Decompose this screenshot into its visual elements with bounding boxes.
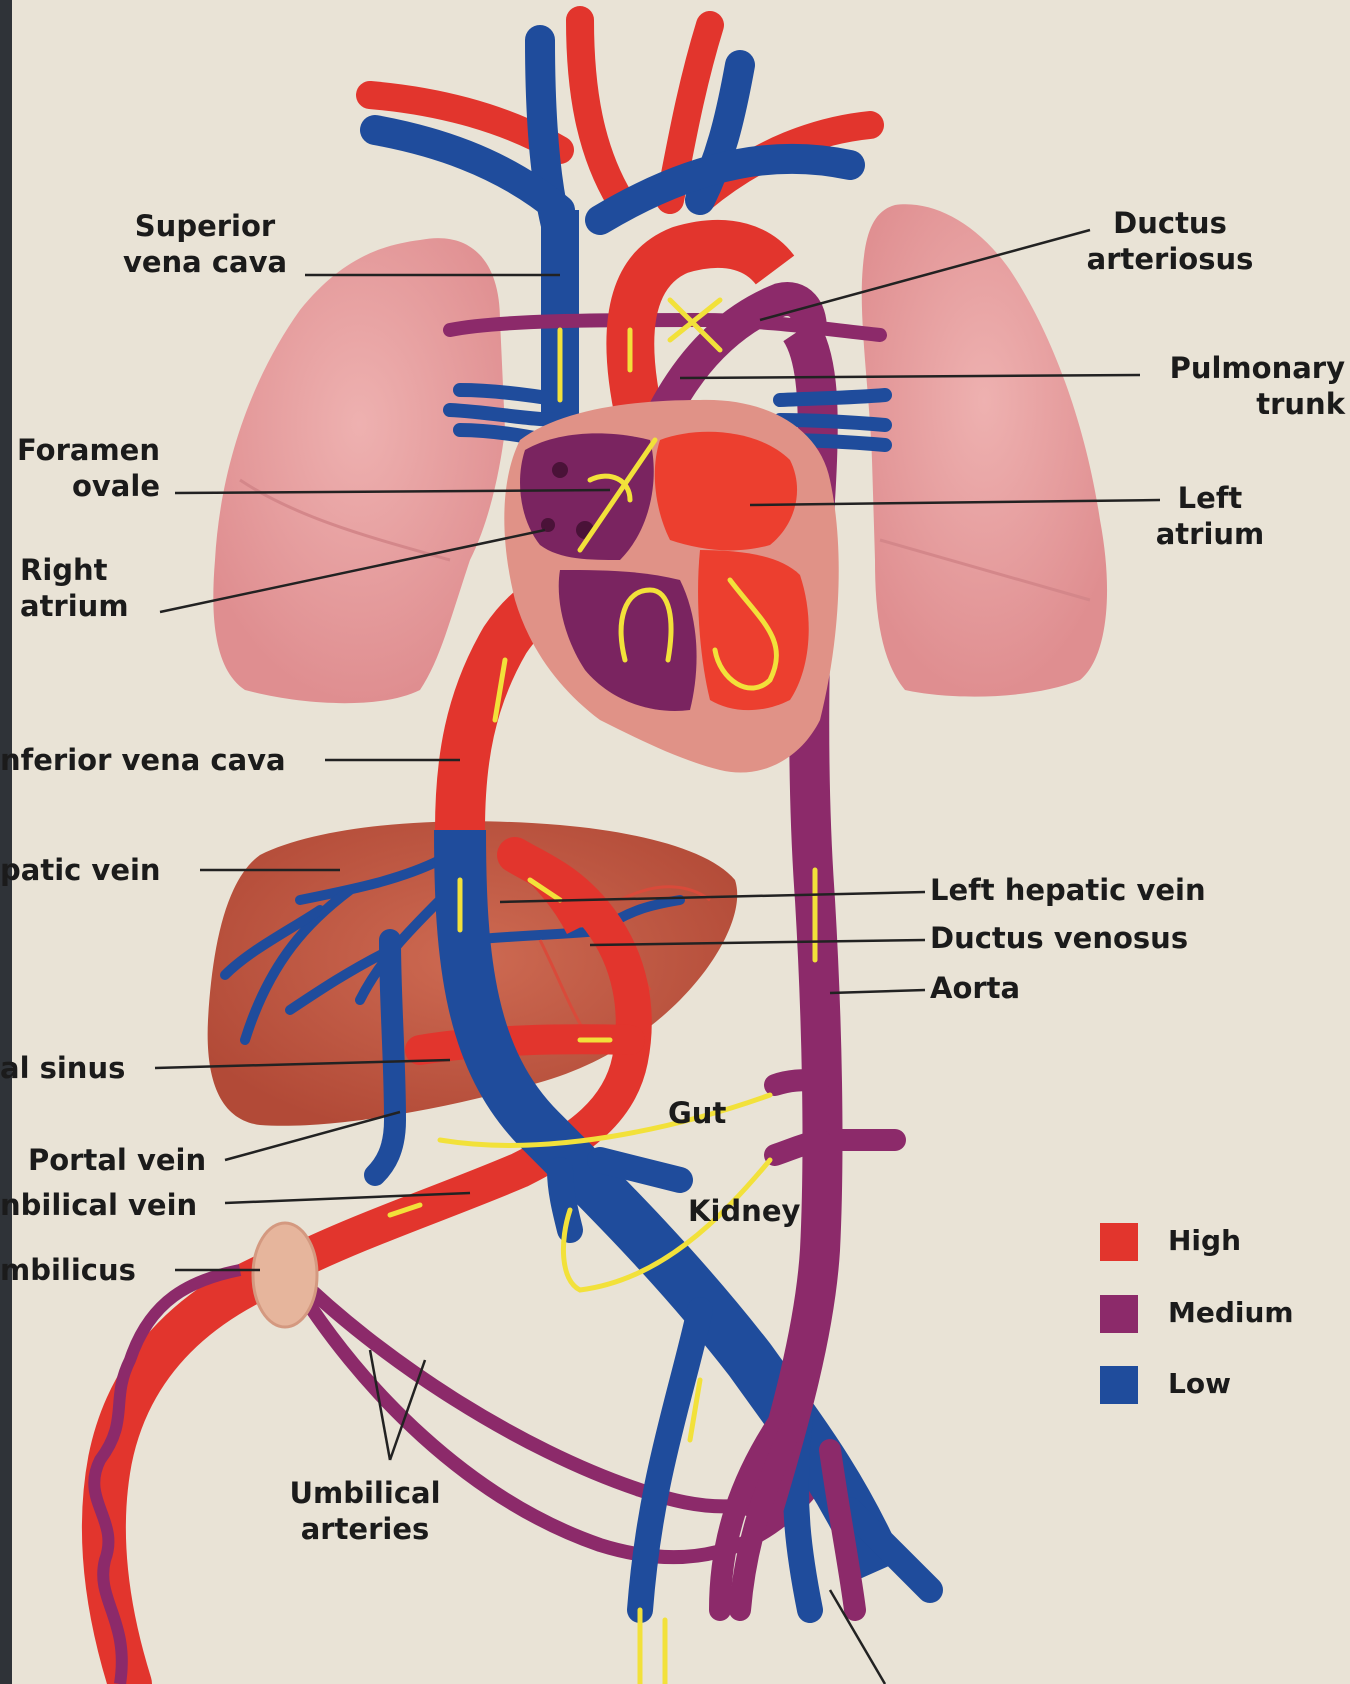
legend-swatch-medium: [1100, 1295, 1138, 1333]
legend-label-medium: Medium: [1168, 1296, 1294, 1329]
legend-swatch-high: [1100, 1223, 1138, 1261]
valve-dot-1: [552, 462, 568, 478]
label-hepatic-vein: patic vein: [0, 852, 161, 888]
label-umbilicus: mbilicus: [0, 1252, 136, 1288]
label-right-atrium-text: Right atrium: [20, 552, 160, 624]
label-pulmonary-trunk-text: Pulmonary trunk: [1130, 350, 1345, 422]
label-portal-sinus: al sinus: [0, 1050, 125, 1086]
label-foramen-ovale: Foramen ovale: [15, 432, 160, 504]
label-left-atrium: Left atrium: [1140, 480, 1280, 552]
left-lung: [862, 204, 1107, 696]
legend-label-high: High: [1168, 1224, 1241, 1257]
umbilicus-ring: [253, 1223, 317, 1327]
label-inferior-vena-cava: nferior vena cava: [0, 742, 286, 778]
left-atrium-chamber: [655, 432, 797, 551]
label-portal-vein: Portal vein: [28, 1142, 206, 1178]
legend-label-low: Low: [1168, 1367, 1231, 1400]
label-foramen-ovale-text: Foramen ovale: [15, 432, 160, 504]
label-gut: Gut: [668, 1095, 726, 1131]
right-lung: [213, 238, 505, 703]
label-aorta: Aorta: [930, 970, 1020, 1006]
label-ductus-arteriosus-text: Ductus arteriosus: [1070, 205, 1270, 277]
label-superior-vena-cava-text: Superior vena cava: [100, 208, 310, 280]
label-umbilical-arteries: Umbilical arteries: [270, 1475, 460, 1547]
umbilical-cord-vein: [104, 1265, 290, 1684]
legend-swatch-low: [1100, 1366, 1138, 1404]
label-right-atrium: Right atrium: [20, 552, 160, 624]
label-umbilical-vein: nbilical vein: [0, 1187, 197, 1223]
label-ductus-arteriosus: Ductus arteriosus: [1070, 205, 1270, 277]
label-superior-vena-cava: Superior vena cava: [100, 208, 310, 280]
label-left-atrium-text: Left atrium: [1140, 480, 1280, 552]
label-ductus-venosus: Ductus venosus: [930, 920, 1188, 956]
label-kidney: Kidney: [688, 1193, 800, 1229]
label-umbilical-arteries-text: Umbilical arteries: [270, 1475, 460, 1547]
label-left-hepatic-vein: Left hepatic vein: [930, 872, 1206, 908]
label-pulmonary-trunk: Pulmonary trunk: [1130, 350, 1345, 422]
great-vessels-top: [370, 20, 870, 240]
